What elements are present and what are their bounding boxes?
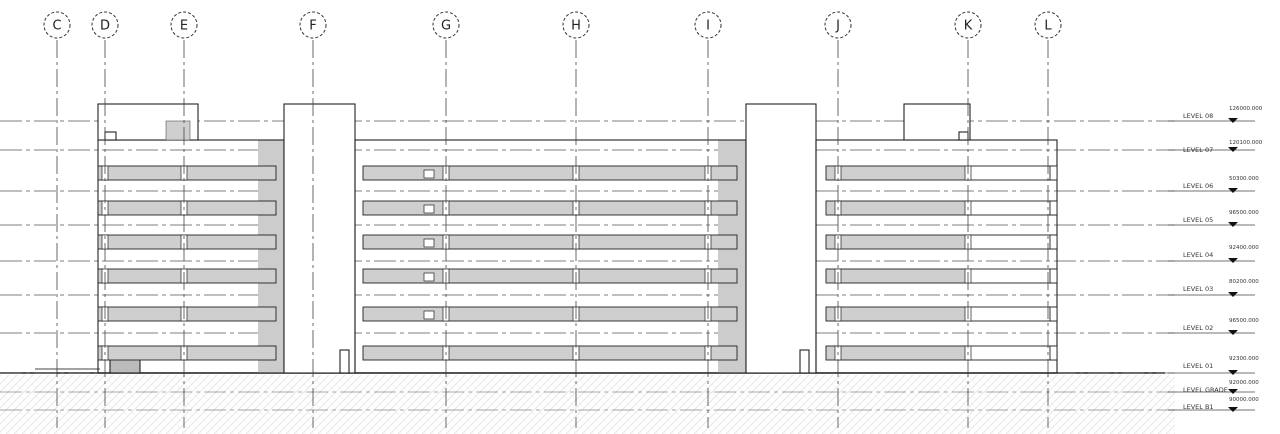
wall-vent — [423, 204, 435, 214]
level-name: LEVEL 03 — [1183, 285, 1213, 293]
level-marker-icon — [1228, 118, 1238, 123]
level-marker-icon — [1228, 330, 1238, 335]
parking-structure — [97, 103, 1058, 374]
grid-bubble — [91, 11, 119, 39]
floor-slab-bands — [97, 165, 1058, 361]
level-name: LEVEL 07 — [1183, 146, 1213, 154]
level-name: LEVEL GRADE — [1183, 386, 1228, 394]
slab-band — [362, 306, 738, 322]
level-marker-icon — [1228, 222, 1238, 227]
grid-bubble — [824, 11, 852, 39]
grid-bubble — [694, 11, 722, 39]
grid-bubble — [299, 11, 327, 39]
level-elevation: 92400.000 — [1229, 245, 1259, 251]
grid-bubble — [954, 11, 982, 39]
level-elevation: 126000.000 — [1229, 106, 1263, 112]
wall-vent — [423, 272, 435, 282]
grid-label: H — [571, 19, 581, 34]
grid-label: K — [964, 19, 973, 34]
slab-end-cap — [1049, 234, 1058, 250]
level-marker-icon — [1228, 188, 1238, 193]
level-elevation: 90000.000 — [1229, 397, 1259, 403]
slab-end-cap — [1049, 165, 1058, 181]
level-name: LEVEL 01 — [1183, 362, 1213, 370]
level-elevation: 92300.000 — [1229, 356, 1259, 362]
slab-band-light — [970, 166, 1056, 180]
level-marker-icon — [1228, 370, 1238, 375]
slab-band-light — [970, 269, 1056, 283]
slab-band — [362, 268, 738, 284]
grid-bubble — [43, 11, 71, 39]
slab-band — [362, 234, 738, 250]
level-dashed-lines — [0, 120, 1175, 411]
level-elevation: 120100.000 — [1229, 140, 1263, 146]
slab-end-cap — [1049, 200, 1058, 216]
level-marker-icon — [1228, 407, 1238, 412]
level-marker-icon — [1228, 292, 1238, 297]
grid-label: L — [1044, 19, 1052, 34]
level-elevation: 50300.000 — [1229, 176, 1259, 182]
level-name: LEVEL 04 — [1183, 251, 1213, 259]
grid-bubble — [432, 11, 460, 39]
level-elevation: 92000.000 — [1229, 380, 1259, 386]
level-name: LEVEL 06 — [1183, 182, 1213, 190]
level-name: LEVEL B1 — [1183, 403, 1214, 411]
column-grid-lines: C D E F G H I J K L — [43, 11, 1062, 428]
level-marker-icon — [1228, 389, 1238, 394]
door-core-ij — [799, 349, 810, 374]
grid-label: J — [835, 19, 840, 34]
slab-band — [362, 165, 738, 181]
slab-end-cap — [1049, 345, 1058, 361]
slab-band-light — [970, 307, 1056, 321]
wall-vent — [423, 169, 435, 179]
grid-label: D — [100, 19, 110, 34]
level-name: LEVEL 05 — [1183, 216, 1213, 224]
level-elevation: 96500.000 — [1229, 318, 1259, 324]
level-name: LEVEL 02 — [1183, 324, 1213, 332]
grid-bubble — [170, 11, 198, 39]
wall-vent — [423, 310, 435, 320]
slab-band — [362, 345, 738, 361]
ground-hatch — [0, 375, 1175, 434]
level-name: LEVEL 08 — [1183, 112, 1213, 120]
grid-label: F — [309, 19, 316, 34]
level-marker-icon — [1228, 258, 1238, 263]
left-roof-hatch — [104, 131, 117, 141]
slab-band — [362, 200, 738, 216]
grid-label: E — [180, 19, 188, 34]
level-elevation: 96500.000 — [1229, 210, 1259, 216]
grid-label: I — [706, 19, 710, 34]
slab-end-cap — [1049, 268, 1058, 284]
door-core-f — [339, 349, 350, 374]
slab-end-cap — [1049, 306, 1058, 322]
right-roof-hatch — [958, 131, 969, 141]
level-marker-icon — [1228, 147, 1238, 152]
slab-band-light — [970, 346, 1056, 360]
slab-band-light — [970, 235, 1056, 249]
slab-band-light — [970, 201, 1056, 215]
grid-bubble — [562, 11, 590, 39]
grid-label: G — [441, 19, 451, 34]
stair-core-f — [283, 103, 356, 374]
grid-label: C — [52, 19, 61, 34]
level-elevation: 80200.000 — [1229, 279, 1259, 285]
grid-bubble — [1034, 11, 1062, 39]
wall-vent — [423, 238, 435, 248]
left-roof-vent — [165, 120, 191, 141]
stair-core-ij — [745, 103, 817, 374]
